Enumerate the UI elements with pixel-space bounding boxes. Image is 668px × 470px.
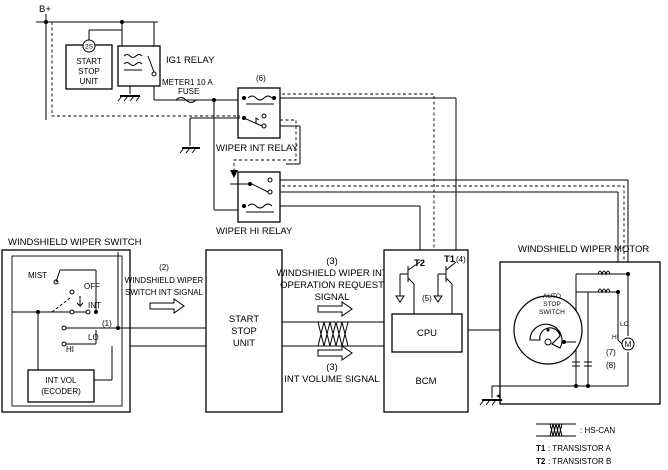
signal3a-line1: WINDSHIELD WIPER INT: [276, 268, 388, 279]
wiper-motor-title: WINDSHIELD WIPER MOTOR: [518, 244, 649, 255]
label-num-8: (8): [606, 361, 616, 370]
ssu-line3: UNIT: [233, 338, 255, 349]
label-num-1: (1): [102, 319, 112, 328]
t1-label: T1: [444, 254, 456, 265]
ssu-small-line1: START: [76, 57, 102, 66]
wiper-hi-relay: WIPER HI RELAY: [216, 171, 628, 262]
legend-t1-key: T1: [536, 444, 546, 453]
wiper-int-relay-label: WIPER INT RELAY: [216, 143, 299, 154]
auto-stop-line1: AUTO: [543, 293, 561, 300]
cpu-label: CPU: [417, 328, 437, 339]
ssu-line2: STOP: [231, 326, 257, 337]
ig1-relay-label: IG1 RELAY: [166, 55, 215, 66]
relay-mark-label: 2S: [85, 44, 94, 51]
legend-hs-can: : HS-CAN: [580, 426, 615, 435]
battery-supply: B+: [36, 4, 158, 120]
fuse-label-line1: METER1 10 A: [162, 78, 213, 87]
wiper-hi-relay-label: WIPER HI RELAY: [216, 226, 293, 237]
signal3a-line2: OPERATION REQUEST: [280, 280, 384, 291]
legend-t2-text: : TRANSISTOR B: [548, 457, 611, 466]
wiper-int-relay: WIPER INT RELAY (6): [179, 74, 457, 262]
switch-mist-label: MIST: [28, 271, 47, 280]
bcm-label: BCM: [415, 376, 436, 387]
label-num-7: (7): [606, 348, 616, 357]
legend-t1-text: : TRANSISTOR A: [548, 444, 611, 453]
b-plus-label: B+: [39, 4, 51, 15]
int-vol-line1: INT VOL: [46, 376, 78, 385]
auto-stop-line3: SWITCH: [539, 309, 565, 316]
signal2-line1: WINDSHIELD WIPER: [125, 276, 204, 285]
switch-int-label: INT: [88, 301, 101, 310]
t2-label: T2: [414, 258, 425, 269]
ssu-small-line3: UNIT: [80, 77, 99, 86]
motor-hi-label: HI: [612, 334, 619, 341]
label-num-3b: (3): [326, 362, 338, 373]
signal-2: (2) WINDSHIELD WIPER SWITCH INT SIGNAL: [118, 263, 206, 347]
bcm: BCM CPU T2 T1 (4) (5): [383, 249, 548, 413]
legend: : HS-CAN T1 : TRANSISTOR A T2 : TRANSIST…: [536, 423, 615, 466]
motor-lo-label: LO: [620, 321, 629, 328]
wiper-switch: WINDSHIELD WIPER SWITCH MIST OFF INT LO …: [1, 237, 142, 413]
auto-stop-line2: STOP: [543, 301, 561, 308]
label-num-5: (5): [422, 294, 432, 303]
label-num-2: (2): [159, 263, 169, 272]
label-num-3a: (3): [326, 256, 338, 267]
ssu-small-line2: STOP: [78, 67, 100, 76]
start-stop-unit: START STOP UNIT: [205, 249, 283, 413]
switch-off-label: OFF: [84, 282, 100, 291]
start-stop-unit-small: 2S START STOP UNIT: [65, 29, 122, 90]
label-num-6: (6): [256, 74, 266, 83]
legend-t2-key: T2: [536, 457, 546, 466]
signal2-line2: SWITCH INT SIGNAL: [125, 288, 204, 297]
ssu-line1: START: [229, 314, 259, 325]
wiper-motor: WINDSHIELD WIPER MOTOR M LO HI (7) (8) A…: [479, 180, 661, 406]
switch-hi-label: HI: [66, 345, 74, 354]
ig1-relay: IG1 RELAY: [117, 22, 215, 102]
wiper-switch-title: WINDSHIELD WIPER SWITCH: [8, 237, 142, 248]
motor-symbol: M: [625, 340, 632, 349]
switch-lo-label: LO: [88, 333, 99, 342]
hs-can-link: (3) WINDSHIELD WIPER INT OPERATION REQUE…: [276, 256, 388, 385]
signal3b-line1: INT VOLUME SIGNAL: [284, 374, 379, 385]
fuse-label-line2: FUSE: [178, 87, 199, 96]
int-vol-line2: (ECODER): [41, 387, 81, 396]
signal3a-line3: SIGNAL: [315, 292, 350, 303]
label-num-4: (4): [456, 255, 466, 264]
